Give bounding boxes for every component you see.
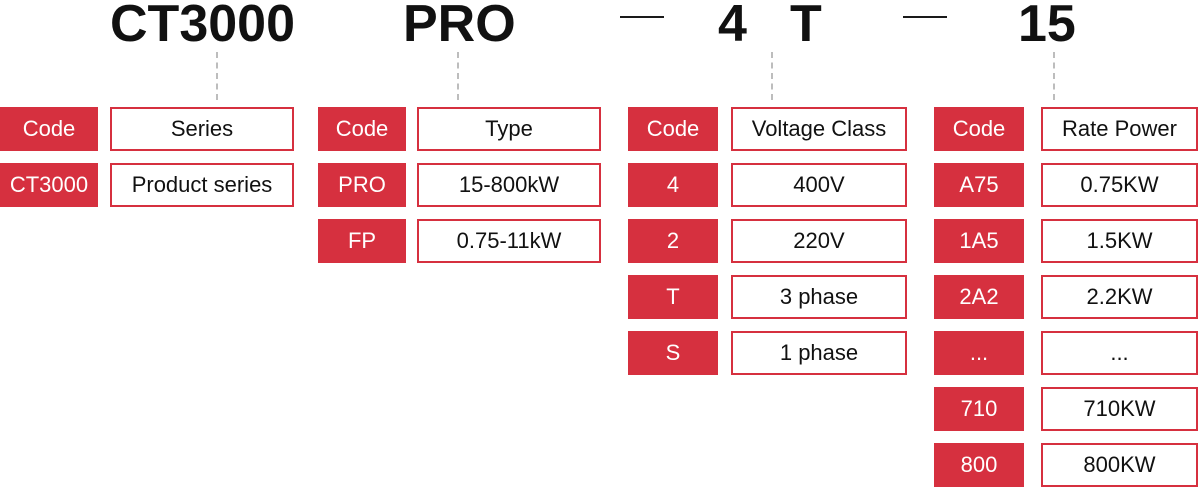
power-desc-header: Rate Power bbox=[1041, 107, 1198, 151]
model-power-segment: 15 bbox=[1018, 0, 1076, 53]
voltage-desc-header: Voltage Class bbox=[731, 107, 907, 151]
power-code-cell: 1A5 bbox=[934, 219, 1024, 263]
voltage-code-cell: 4 bbox=[628, 163, 718, 207]
voltage-desc-cell: 3 phase bbox=[731, 275, 907, 319]
power-desc-cell: 0.75KW bbox=[1041, 163, 1198, 207]
voltage-desc-cell: 1 phase bbox=[731, 331, 907, 375]
voltage-code-header: Code bbox=[628, 107, 718, 151]
power-code-cell: 710 bbox=[934, 387, 1024, 431]
leader-line-type bbox=[457, 52, 459, 100]
model-series-segment: CT3000 bbox=[110, 0, 295, 53]
power-desc-cell: ... bbox=[1041, 331, 1198, 375]
power-code-cell: 800 bbox=[934, 443, 1024, 487]
leader-line-series bbox=[216, 52, 218, 100]
voltage-code-cell: T bbox=[628, 275, 718, 319]
type-code-header: Code bbox=[318, 107, 406, 151]
series-code-cell: CT3000 bbox=[0, 163, 98, 207]
series-desc-cell: Product series bbox=[110, 163, 294, 207]
power-desc-cell: 2.2KW bbox=[1041, 275, 1198, 319]
voltage-code-cell: 2 bbox=[628, 219, 718, 263]
series-code-header: Code bbox=[0, 107, 98, 151]
model-phase-segment: T bbox=[790, 0, 822, 53]
power-code-cell: A75 bbox=[934, 163, 1024, 207]
power-desc-cell: 1.5KW bbox=[1041, 219, 1198, 263]
type-desc-header: Type bbox=[417, 107, 601, 151]
leader-line-voltage bbox=[771, 52, 773, 100]
power-desc-cell: 800KW bbox=[1041, 443, 1198, 487]
separator-dash-2 bbox=[903, 16, 947, 18]
separator-dash-1 bbox=[620, 16, 664, 18]
model-voltage-segment: 4 bbox=[718, 0, 747, 53]
leader-line-power bbox=[1053, 52, 1055, 100]
voltage-desc-cell: 220V bbox=[731, 219, 907, 263]
type-desc-cell: 0.75-11kW bbox=[417, 219, 601, 263]
power-code-cell: 2A2 bbox=[934, 275, 1024, 319]
series-desc-header: Series bbox=[110, 107, 294, 151]
model-type-segment: PRO bbox=[403, 0, 516, 53]
voltage-desc-cell: 400V bbox=[731, 163, 907, 207]
power-code-header: Code bbox=[934, 107, 1024, 151]
voltage-code-cell: S bbox=[628, 331, 718, 375]
type-code-cell: FP bbox=[318, 219, 406, 263]
power-desc-cell: 710KW bbox=[1041, 387, 1198, 431]
power-code-cell: ... bbox=[934, 331, 1024, 375]
type-desc-cell: 15-800kW bbox=[417, 163, 601, 207]
type-code-cell: PRO bbox=[318, 163, 406, 207]
